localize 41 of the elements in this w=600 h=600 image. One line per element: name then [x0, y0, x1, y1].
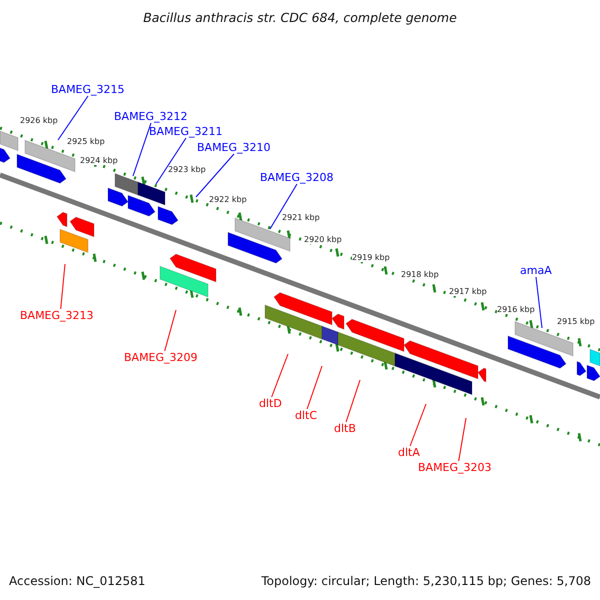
leader-line: [346, 380, 360, 422]
leader-line: [156, 138, 186, 184]
tick-label: 2923 kbp: [168, 166, 206, 174]
leader-line: [271, 354, 288, 398]
leader-line: [410, 404, 426, 446]
leader-line: [306, 366, 322, 410]
tick-label: 2922 kbp: [209, 196, 247, 204]
tick-label: 2917 kbp: [449, 288, 487, 296]
gene-label: BAMEG_3208: [260, 172, 334, 183]
gene-label: dltD: [259, 398, 282, 409]
leader-line: [164, 310, 176, 352]
tick-label: 2918 kbp: [401, 271, 439, 279]
leader-line: [458, 418, 466, 462]
leader-line: [536, 276, 542, 328]
gene-label: BAMEG_3209: [124, 352, 198, 363]
tick-label: 2915 kbp: [557, 318, 595, 326]
leader-line: [132, 122, 152, 176]
tick-label: 2919 kbp: [352, 254, 390, 262]
tick-label: 2926 kbp: [20, 117, 58, 125]
gene-label: dltA: [398, 447, 420, 458]
leader-line: [270, 184, 298, 230]
tick-label: 2920 kbp: [304, 236, 342, 244]
tick-label: 2921 kbp: [282, 214, 320, 222]
gene-label: BAMEG_3203: [418, 462, 492, 473]
gene-label: dltB: [334, 423, 356, 434]
leader-line: [58, 96, 88, 140]
leader-line: [60, 264, 66, 310]
footer-text: Topology: circular; Length: 5,230,115 bp; Genes: 5,708: [261, 575, 591, 587]
leader-line: [196, 154, 234, 198]
gene-label: dltC: [295, 410, 318, 421]
footer-text: Accession: NC_012581: [9, 575, 146, 587]
gene-label: BAMEG_3210: [197, 142, 271, 153]
gene-label: BAMEG_3215: [51, 84, 125, 95]
tick-label: 2925 kbp: [67, 138, 105, 146]
map-title: Bacillus anthracis str. CDC 684, complete genome: [142, 12, 458, 24]
gene-label: amaA: [520, 265, 552, 276]
gene-label: BAMEG_3213: [20, 310, 94, 321]
gene-label: BAMEG_3211: [149, 126, 223, 137]
gene-label: BAMEG_3212: [114, 111, 188, 122]
tick-label: 2916 kbp: [497, 306, 535, 314]
tick-label: 2924 kbp: [80, 157, 118, 165]
